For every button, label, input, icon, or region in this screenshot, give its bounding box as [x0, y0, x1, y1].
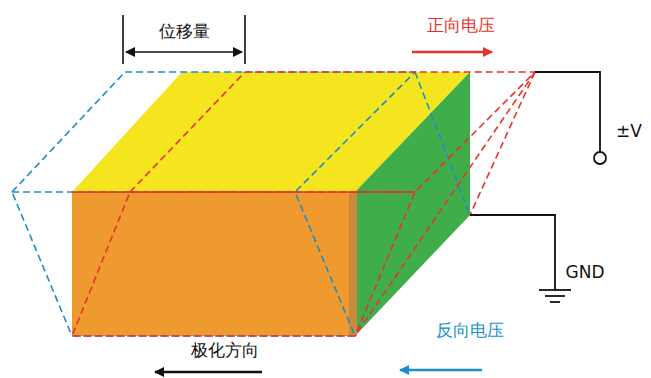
dimension-label: 位移量 — [159, 22, 210, 41]
ground-symbol — [539, 290, 571, 302]
edge-strip — [349, 192, 357, 336]
voltage-pin-label: ±V — [616, 122, 642, 141]
top-edge — [72, 191, 415, 193]
terminal — [594, 152, 606, 164]
forward-voltage-label: 正向电压 — [427, 16, 495, 35]
forward-shear-outline — [72, 72, 535, 336]
ground-wire — [470, 215, 555, 290]
polarization-label: 极化方向 — [191, 341, 259, 360]
reverse-arrow — [400, 369, 482, 372]
signal-wire — [535, 72, 600, 152]
reverse-shear-outline — [12, 72, 470, 336]
displacement-bracket — [123, 15, 245, 64]
ground-pin-label: GND — [566, 263, 605, 282]
front-face — [72, 192, 355, 336]
forward-arrow — [412, 51, 492, 54]
reverse-voltage-label: 反向电压 — [436, 321, 504, 340]
polarization-arrow — [155, 371, 262, 374]
